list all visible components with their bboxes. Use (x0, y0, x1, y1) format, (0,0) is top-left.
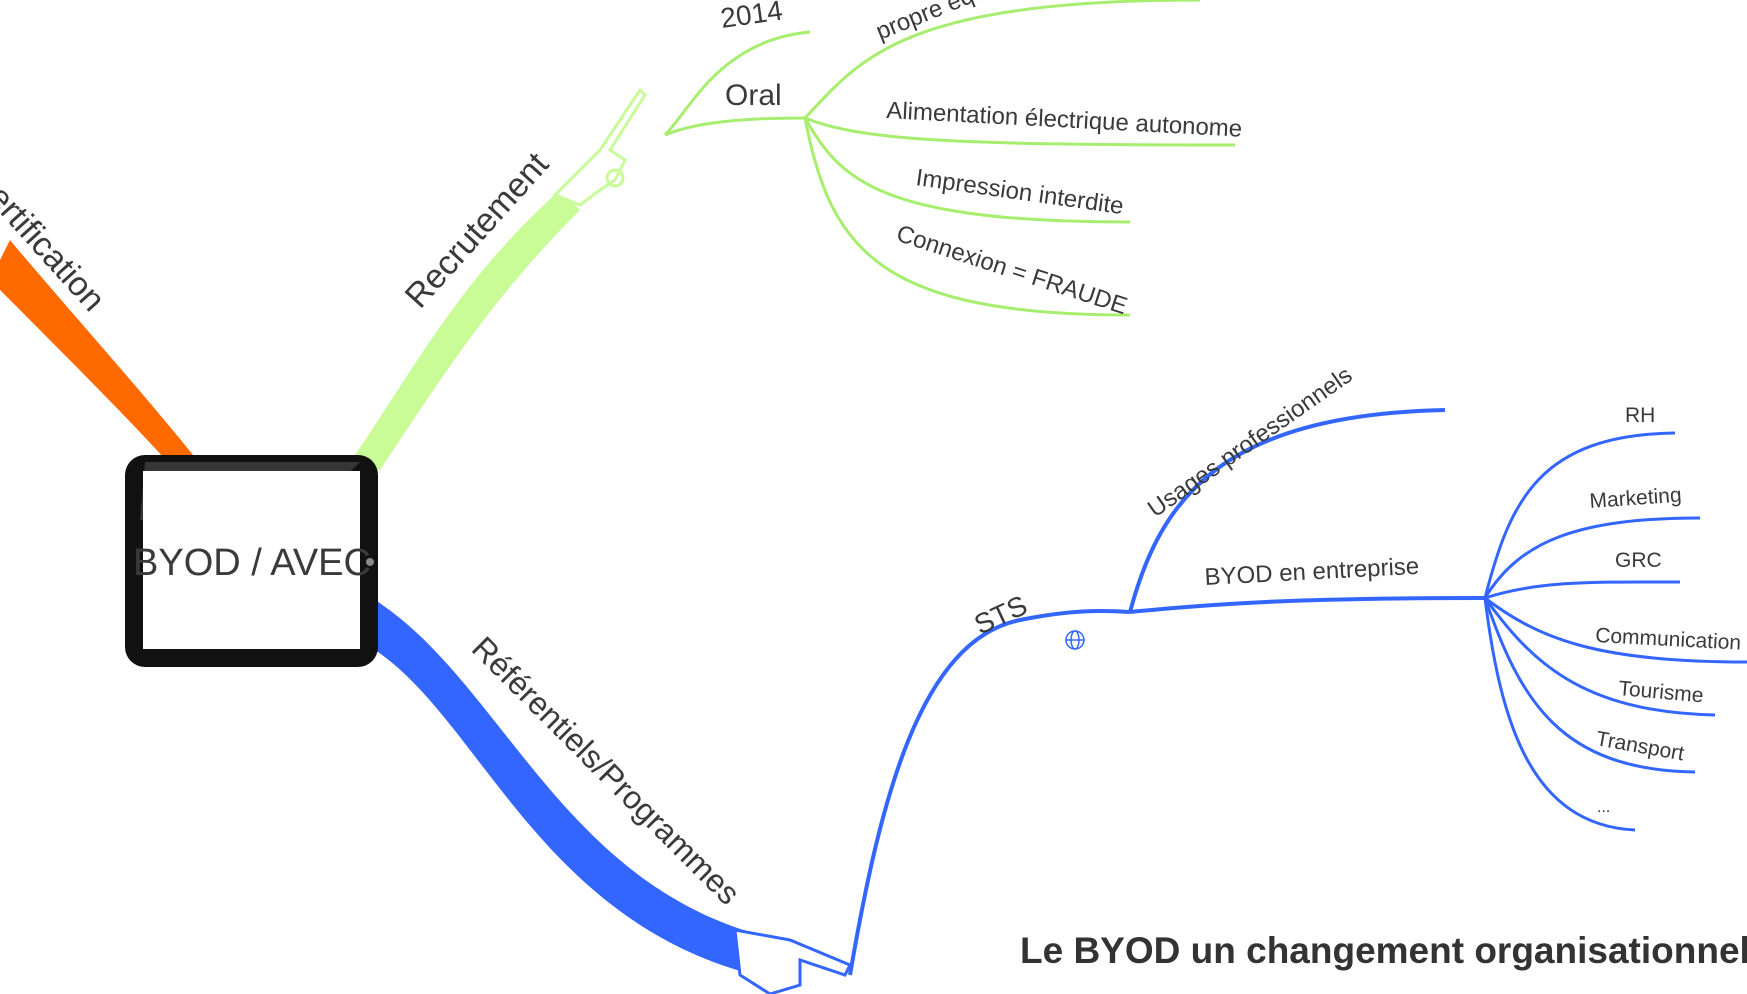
branch-referentiels (375, 600, 760, 975)
domain-rh: RH (1625, 404, 1655, 427)
domain-ellipsis: ... (1597, 799, 1610, 816)
recrutement-sublines (663, 0, 1236, 317)
globe-icon (1065, 630, 1085, 650)
caption-line-1: Le BYOD un changement organisationnel (1020, 930, 1747, 971)
pointing-hand-icon (552, 87, 647, 207)
tablet-frame (125, 455, 378, 667)
domain-marketing: Marketing (1589, 484, 1683, 513)
domain-transport: Transport (1594, 727, 1686, 765)
recrutement-year: 2014 (719, 0, 785, 34)
referentiels-entreprise: BYOD en entreprise (1204, 553, 1420, 591)
recrutement-item-3: Connexion = FRAUDE (893, 220, 1130, 320)
recrutement-item-2: Impression interdite (914, 164, 1125, 220)
recrutement-item-1: Alimentation électrique autonome (886, 97, 1243, 143)
central-node-label: BYOD / AVEC (133, 542, 371, 584)
domain-grc: GRC (1615, 549, 1662, 572)
domain-sublines (1483, 431, 1747, 832)
branch-recrutement (345, 190, 580, 470)
referentiels-sublines (848, 408, 1486, 976)
referentiels-sts: STS (969, 589, 1031, 640)
branch-certification (0, 240, 205, 470)
domain-tourisme: Tourisme (1618, 677, 1705, 707)
domain-communication: Communication (1595, 624, 1742, 655)
pointing-hand-icon-2 (733, 928, 853, 994)
recrutement-oral: Oral (725, 79, 782, 112)
referentiels-usages: Usages professionnels (1143, 362, 1357, 523)
